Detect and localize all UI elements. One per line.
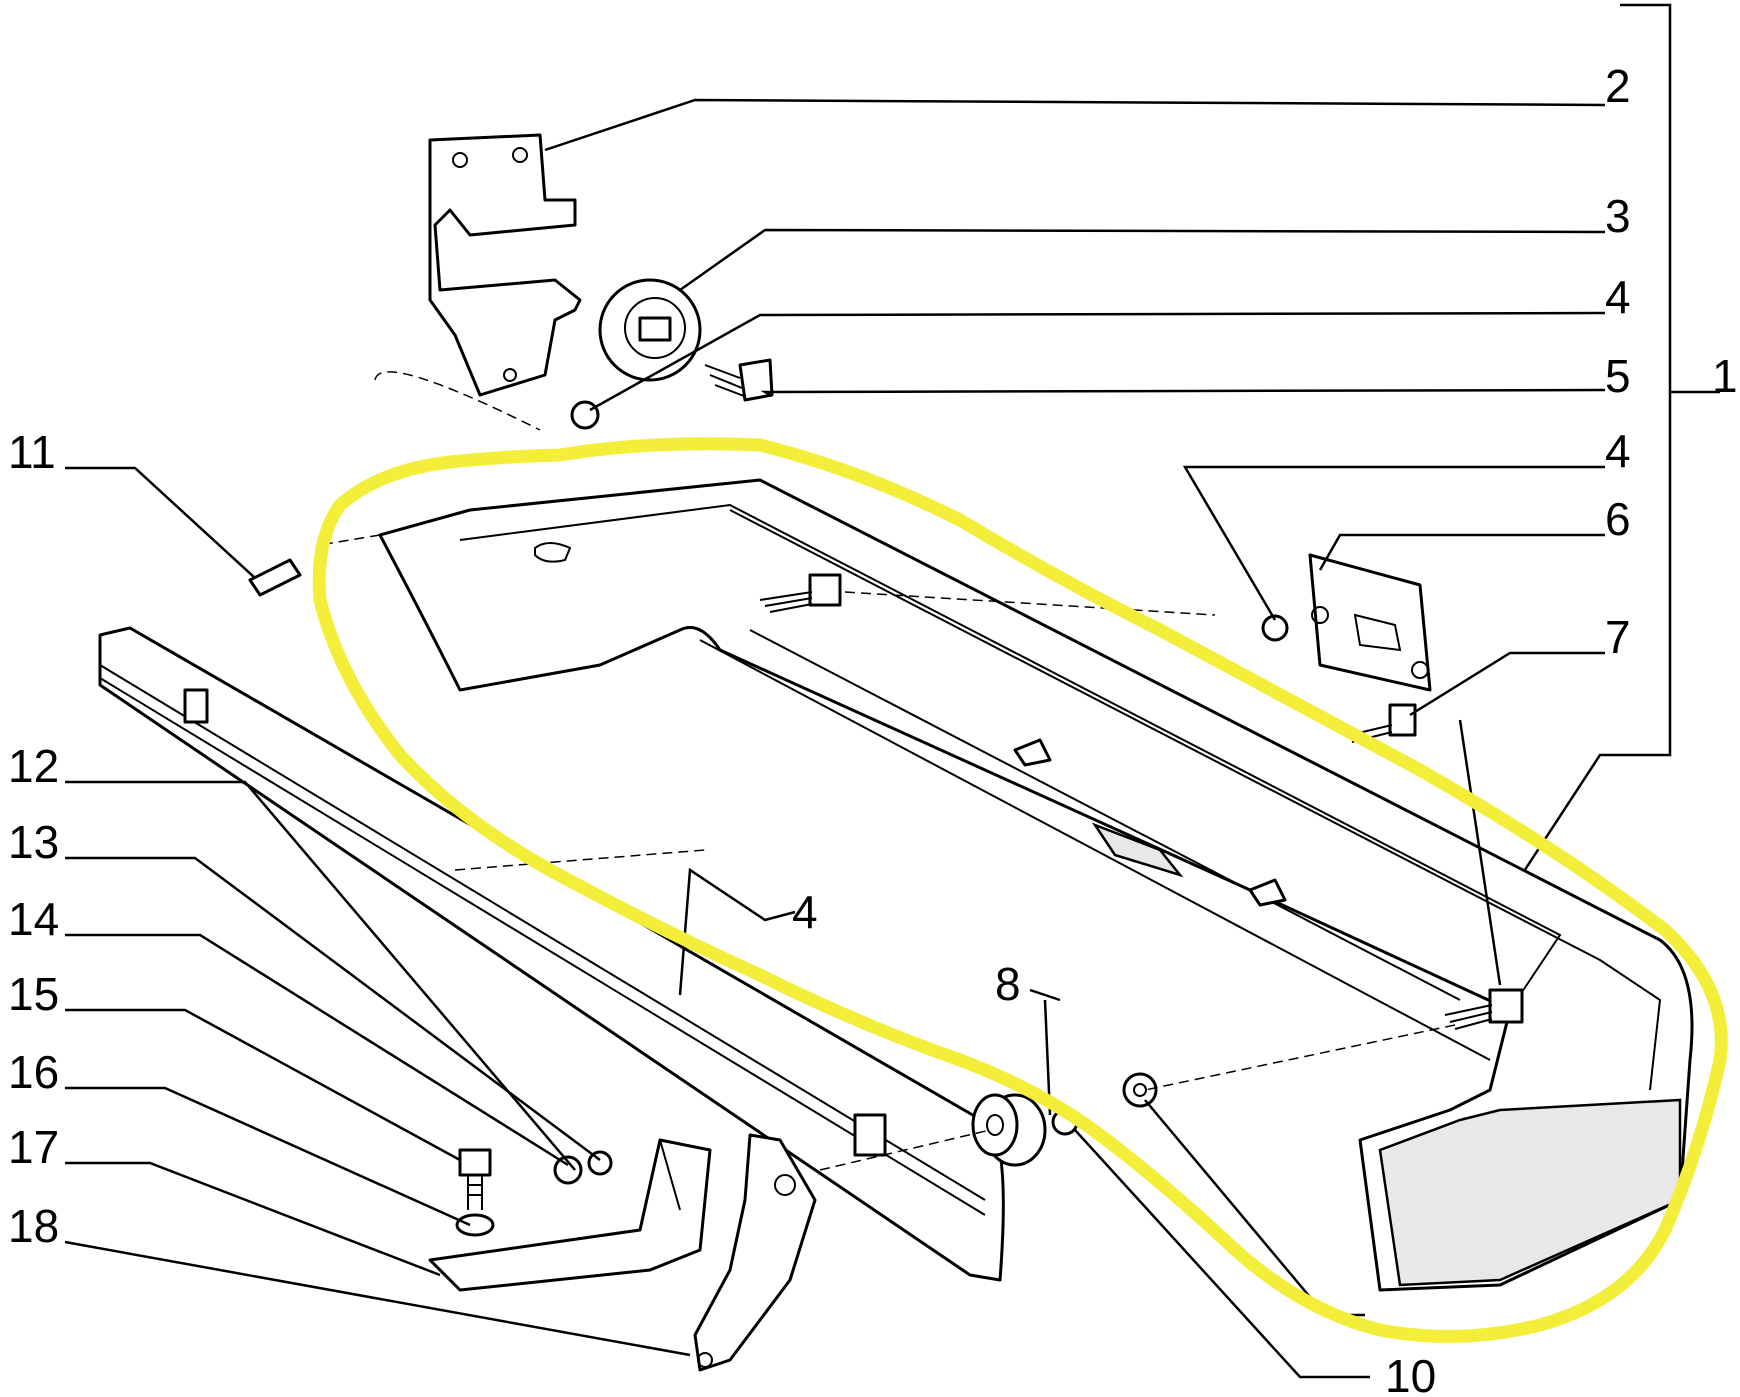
callout-12: 12 bbox=[8, 740, 59, 792]
rubber-pad bbox=[598, 278, 702, 382]
washer-13 bbox=[587, 1150, 613, 1176]
bumper-shell bbox=[378, 478, 1694, 1292]
bumper-beam bbox=[98, 626, 1005, 1282]
callout-4-lower: 4 bbox=[792, 886, 818, 938]
bolt-7 bbox=[1349, 703, 1417, 743]
callout-8: 8 bbox=[995, 958, 1021, 1010]
callout-18: 18 bbox=[8, 1200, 59, 1252]
callout-10: 10 bbox=[1385, 1350, 1436, 1397]
clip-11 bbox=[248, 558, 302, 597]
assembly-line-1 bbox=[844, 591, 1216, 616]
nut-right bbox=[1261, 614, 1289, 642]
assembly-line-4 bbox=[319, 534, 381, 546]
nut-top bbox=[570, 400, 600, 430]
assembly-line-3 bbox=[819, 1129, 991, 1171]
nut-14 bbox=[553, 1155, 583, 1185]
callout-13: 13 bbox=[8, 816, 59, 868]
washer-9 bbox=[1122, 1072, 1158, 1108]
washer-16 bbox=[455, 1213, 495, 1237]
callout-2: 2 bbox=[1605, 60, 1631, 112]
bolt-15 bbox=[458, 1148, 492, 1210]
assembly-line-6 bbox=[374, 371, 541, 431]
assembly-bracket-1 bbox=[1513, 3, 1720, 886]
callout-17: 17 bbox=[8, 1121, 59, 1173]
support-arm-18 bbox=[693, 1133, 817, 1372]
callout-1: 1 bbox=[1712, 350, 1738, 402]
rubber-bushing bbox=[971, 1093, 1047, 1167]
callout-6: 6 bbox=[1605, 493, 1631, 545]
bumper-clip-2 bbox=[1248, 878, 1287, 907]
callouts: 1 2 3 4 5 4 6 7 8 4 11 12 13 14 15 16 17… bbox=[8, 60, 1738, 1397]
callout-7: 7 bbox=[1605, 611, 1631, 663]
assembly-line-5 bbox=[454, 849, 706, 871]
bumper-stud-left bbox=[759, 573, 842, 613]
bumper-stud-right bbox=[1444, 988, 1524, 1030]
highlight-outline bbox=[312, 437, 1728, 1343]
mounting-bracket bbox=[428, 133, 582, 397]
callout-3: 3 bbox=[1605, 190, 1631, 242]
callout-11: 11 bbox=[8, 426, 56, 478]
screw bbox=[704, 358, 774, 402]
callout-16: 16 bbox=[8, 1046, 59, 1098]
callout-4-right: 4 bbox=[1605, 425, 1631, 477]
bumper-clip-1 bbox=[1013, 738, 1052, 767]
support-bracket-17 bbox=[428, 1138, 712, 1292]
callout-5: 5 bbox=[1605, 350, 1631, 402]
callout-14: 14 bbox=[8, 893, 59, 945]
assembly-line-2 bbox=[1144, 1024, 1456, 1091]
mounting-plate bbox=[1308, 553, 1432, 692]
leader-lines bbox=[64, 98, 1606, 1379]
callout-15: 15 bbox=[8, 968, 59, 1020]
callout-4-top: 4 bbox=[1605, 271, 1631, 323]
